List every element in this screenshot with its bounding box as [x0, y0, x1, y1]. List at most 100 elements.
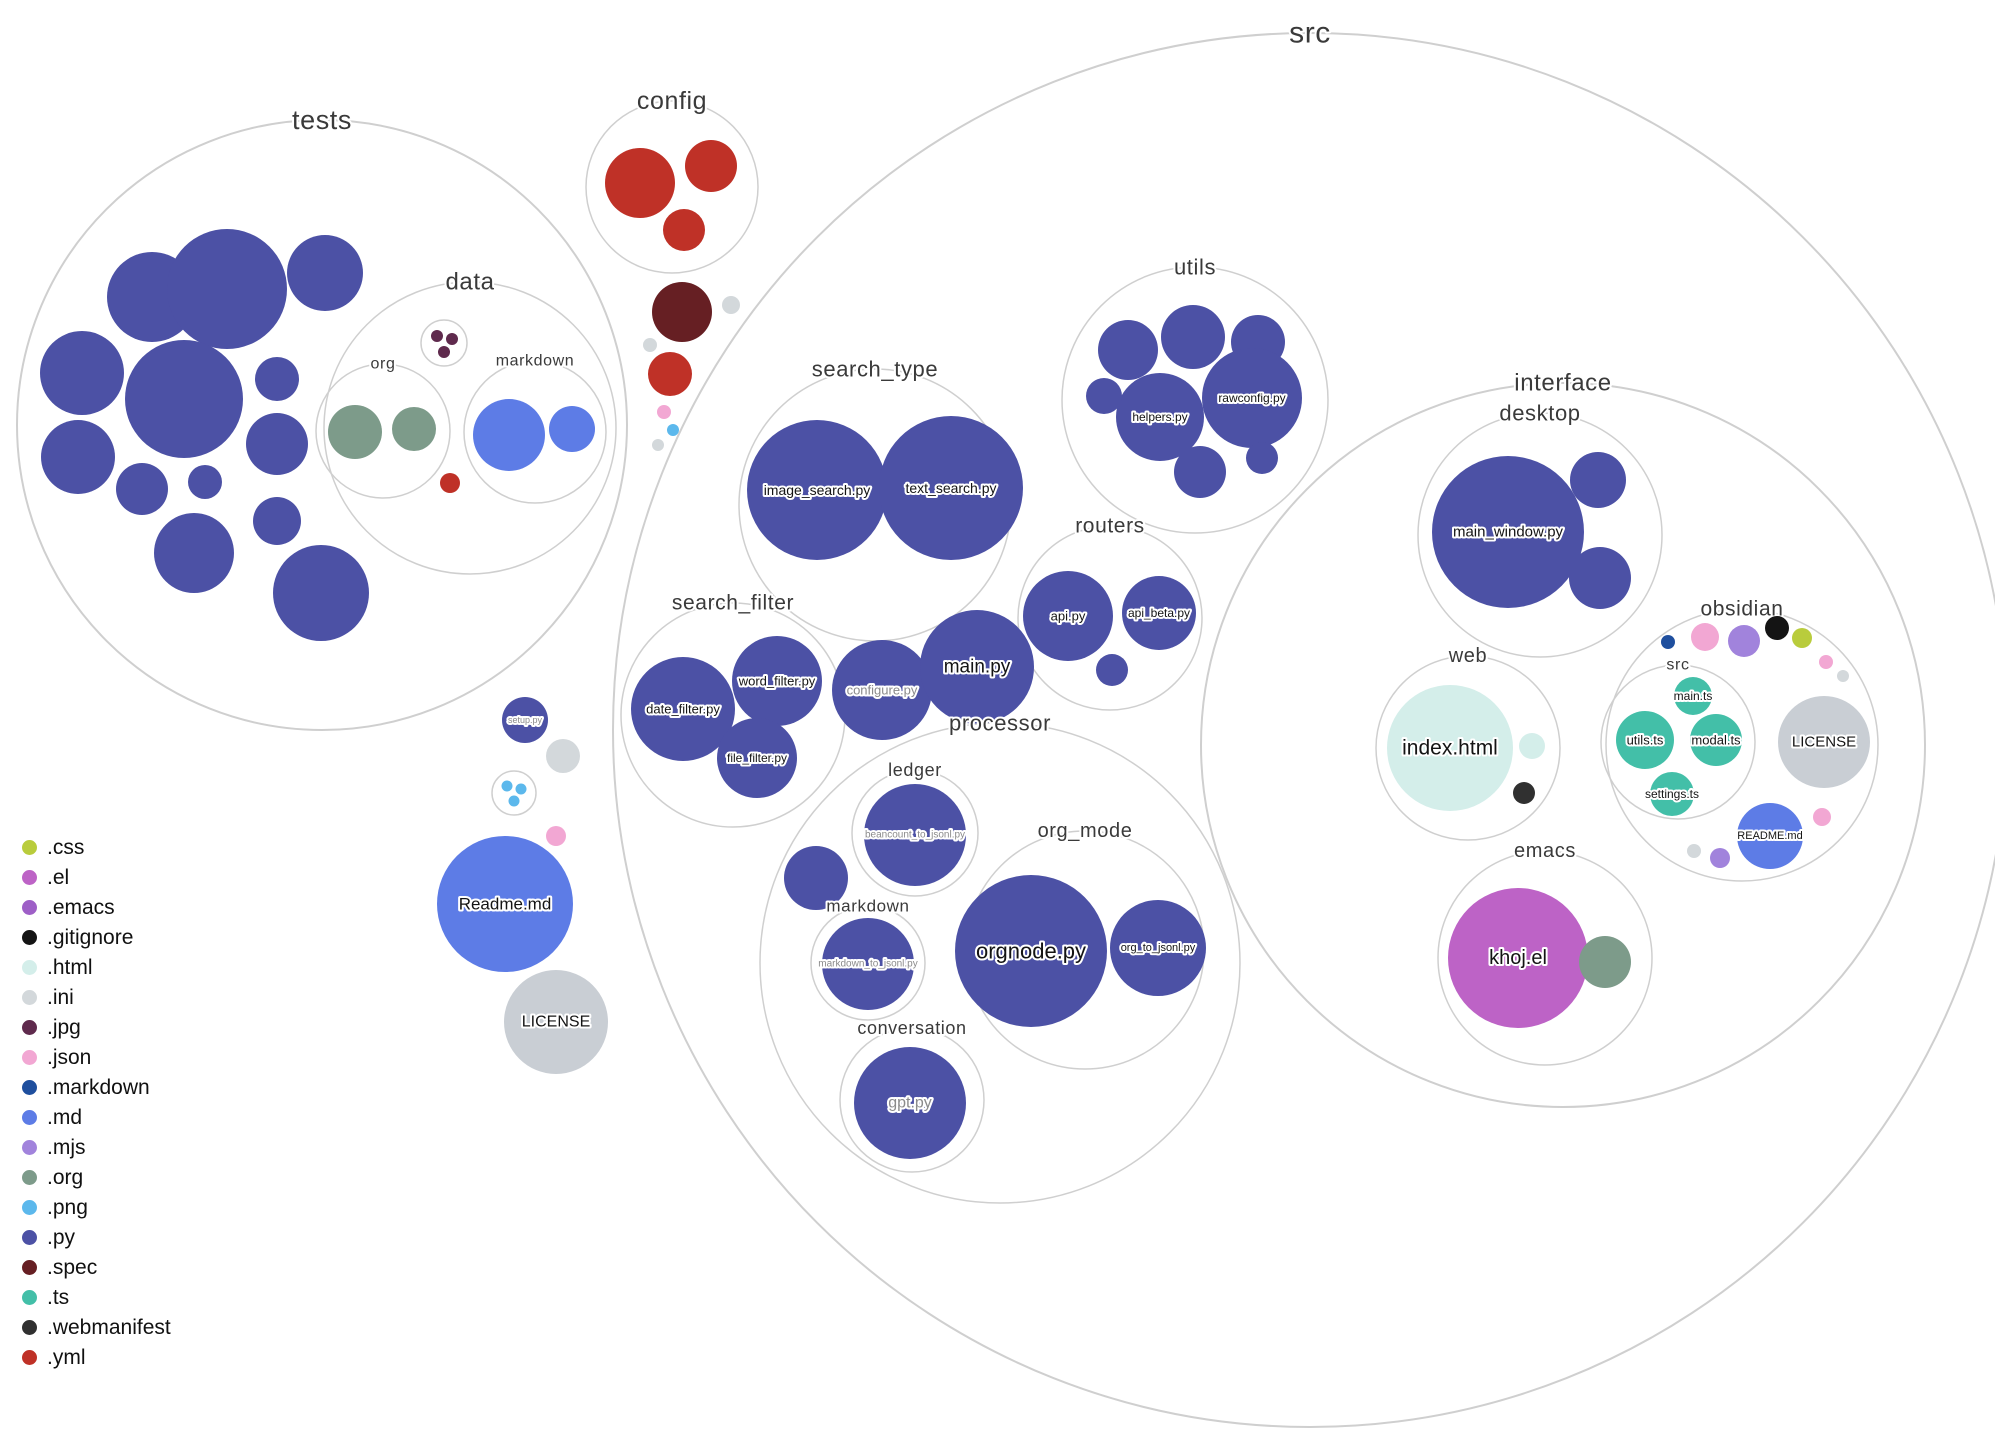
file-data-org-2[interactable] [392, 407, 436, 451]
file-data-org-1[interactable] [328, 405, 382, 459]
dir-ledger[interactable]: ledger [851, 758, 979, 897]
file-data-jpg-1[interactable] [431, 330, 443, 342]
file-word-filter-py[interactable]: word_filter.py [732, 636, 822, 726]
dir-desktop[interactable]: desktop [1417, 399, 1663, 658]
dir-root-assets[interactable] [491, 770, 537, 816]
dir-routers[interactable]: routers [1017, 513, 1203, 711]
dir-conversation[interactable]: conversation [839, 1016, 985, 1173]
file-data-md-1[interactable] [473, 399, 545, 471]
file-data-jpg-3[interactable] [438, 346, 450, 358]
file-obsidian-mjs-1[interactable] [1728, 625, 1760, 657]
file-orgnode-py[interactable]: orgnode.py [955, 875, 1107, 1027]
file-obsidian-markdown-1[interactable] [1661, 635, 1675, 649]
file-web-webmanifest[interactable] [1513, 782, 1535, 804]
file-date-filter-py[interactable]: date_filter.py [631, 657, 735, 761]
file-text-search-py[interactable]: text_search.py [879, 416, 1023, 560]
file-markdown-to-jsonl-py[interactable]: markdown_to_jsonl.py [816, 918, 920, 1010]
file-license-root[interactable]: LICENSE [504, 970, 608, 1074]
file-utils-py-5[interactable] [1246, 442, 1278, 474]
file-org-to-jsonl-py[interactable]: org_to_jsonl.py [1110, 900, 1206, 996]
file-tests-py-9[interactable] [188, 465, 222, 499]
file-license-obsidian[interactable]: LICENSE [1778, 696, 1870, 788]
file-root-png-2[interactable] [501, 780, 513, 792]
dir-search-type[interactable]: search_type [738, 355, 1012, 642]
dir-processor-markdown[interactable]: markdown [810, 895, 926, 1021]
file-api-py[interactable]: api.py [1023, 571, 1113, 661]
file-desktop-py-2[interactable] [1569, 547, 1631, 609]
file-settings-ts[interactable]: settings.ts [1643, 772, 1701, 816]
file-obsidian-json-3[interactable] [1813, 808, 1831, 826]
dir-search-filter[interactable]: search_filter [620, 590, 846, 828]
file-tests-py-12[interactable] [253, 497, 301, 545]
dir-config[interactable]: config [585, 85, 759, 274]
dir-processor[interactable]: processor [759, 709, 1241, 1204]
file-root-ini-3[interactable] [652, 439, 664, 451]
file-readme-obsidian[interactable]: README.md [1735, 803, 1805, 869]
file-root-png-4[interactable] [508, 795, 520, 807]
file-emacs-org[interactable] [1579, 936, 1631, 988]
file-utils-ts[interactable]: utils.ts [1616, 711, 1674, 769]
dir-data-images[interactable] [420, 319, 468, 367]
file-obsidian-mjs-2[interactable] [1710, 848, 1730, 868]
file-data-md-2[interactable] [549, 406, 595, 452]
file-tests-py-4[interactable] [40, 331, 124, 415]
file-image-search-py[interactable]: image_search.py [747, 420, 887, 560]
file-root-yml[interactable] [648, 352, 692, 396]
file-rawconfig-py[interactable]: rawconfig.py [1202, 348, 1302, 448]
file-config-yml-2[interactable] [685, 140, 737, 192]
file-api-beta-py[interactable]: api_beta.py [1122, 576, 1196, 650]
file-web-html-1[interactable] [1519, 733, 1545, 759]
file-tests-py-7[interactable] [41, 420, 115, 494]
dir-web[interactable]: web [1375, 643, 1561, 841]
dir-interface[interactable]: interface [1200, 368, 1926, 1108]
file-data-jpg-2[interactable] [446, 333, 458, 345]
file-main-window-py[interactable]: main_window.py [1432, 456, 1584, 608]
file-readme-md[interactable]: Readme.md [437, 836, 573, 972]
file-data-yml[interactable] [440, 473, 460, 493]
file-root-spec[interactable] [652, 282, 712, 342]
file-tests-py-11[interactable] [154, 513, 234, 593]
file-obsidian-json-2[interactable] [1819, 655, 1833, 669]
file-file-filter-py[interactable]: file_filter.py [717, 718, 797, 798]
file-tests-py-10[interactable] [246, 413, 308, 475]
file-beancount-to-jsonl-py[interactable]: beancount_to_jsonl.py [863, 784, 967, 886]
file-utils-py-4[interactable] [1174, 446, 1226, 498]
dir-data-markdown[interactable]: markdown [463, 351, 607, 504]
file-obsidian-json-1[interactable] [1691, 623, 1719, 651]
file-config-yml-1[interactable] [605, 148, 675, 218]
file-khoj-el[interactable]: khoj.el [1448, 888, 1588, 1028]
dir-data[interactable]: data [323, 267, 617, 575]
file-tests-py-2[interactable] [167, 229, 287, 349]
file-root-json-1[interactable] [657, 405, 671, 419]
file-obsidian-ini-1[interactable] [1837, 670, 1849, 682]
dir-obsidian-src[interactable]: src [1600, 655, 1756, 820]
file-root-png-3[interactable] [515, 783, 527, 795]
file-desktop-py-1[interactable] [1570, 452, 1626, 508]
file-main-py[interactable]: main.py [920, 610, 1034, 724]
file-root-ini-4[interactable] [546, 739, 580, 773]
file-configure-py[interactable]: configure.py [832, 640, 932, 740]
file-tests-py-6[interactable] [255, 357, 299, 401]
file-obsidian-gitignore[interactable] [1765, 616, 1789, 640]
file-helpers-py[interactable]: helpers.py [1116, 373, 1204, 461]
file-setup-py[interactable]: setup.py [502, 697, 548, 743]
dir-emacs[interactable]: emacs [1437, 838, 1653, 1066]
file-index-html[interactable]: index.html [1387, 685, 1513, 811]
file-routers-py-1[interactable] [1096, 654, 1128, 686]
dir-data-org[interactable]: org [315, 354, 451, 499]
file-config-yml-3[interactable] [663, 209, 705, 251]
file-root-ini-1[interactable] [722, 296, 740, 314]
file-utils-py-1[interactable] [1098, 320, 1158, 380]
dir-src[interactable]: src [612, 15, 1995, 1428]
file-tests-py-3[interactable] [287, 235, 363, 311]
file-gpt-py[interactable]: gpt.py [854, 1047, 966, 1159]
file-processor-py-1[interactable] [784, 846, 848, 910]
dir-tests[interactable]: tests [16, 103, 628, 731]
file-tests-py-13[interactable] [273, 545, 369, 641]
dir-obsidian[interactable]: obsidian [1605, 596, 1879, 882]
file-utils-py-2[interactable] [1161, 305, 1225, 369]
file-utils-py-6[interactable] [1086, 378, 1122, 414]
file-tests-py-8[interactable] [116, 463, 168, 515]
file-modal-ts[interactable]: modal.ts [1689, 714, 1743, 766]
dir-utils[interactable]: utils [1061, 253, 1329, 534]
